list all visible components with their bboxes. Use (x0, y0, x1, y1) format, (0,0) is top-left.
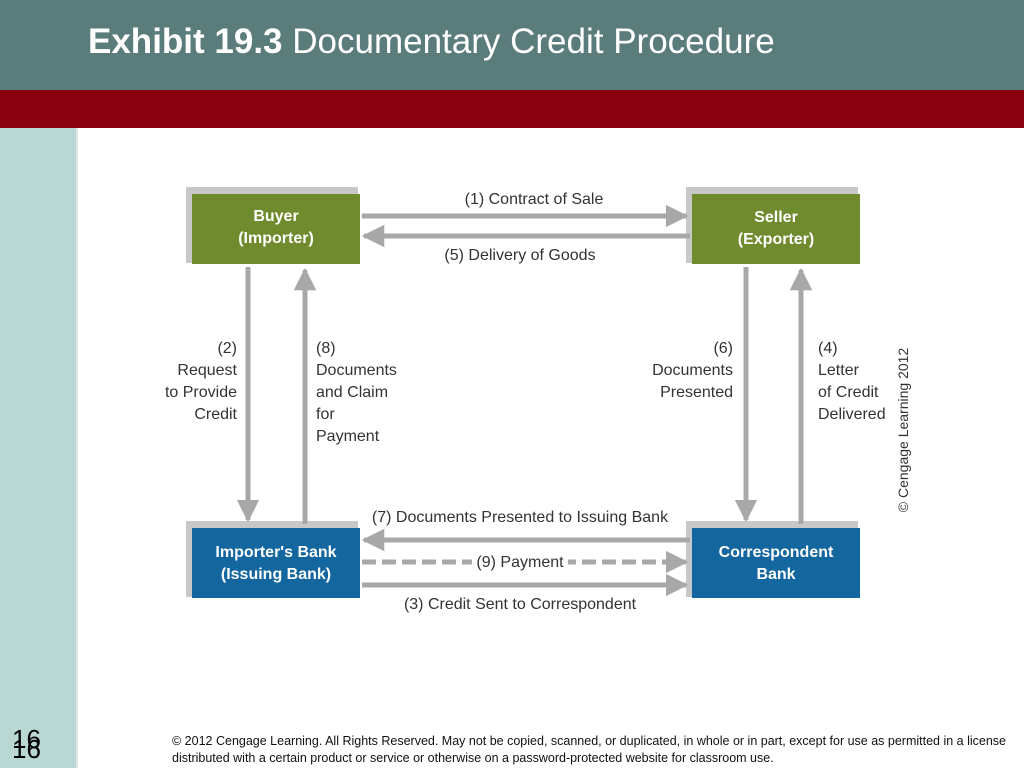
label-documents-presented: (6) Documents Presented (652, 340, 733, 401)
slide-number-shadow: 16 (12, 734, 41, 764)
seller-label-2: (Exporter) (738, 231, 814, 248)
label-credit-sent: (3) Credit Sent to Correspondent (404, 596, 637, 613)
label-request-credit-line-4: Credit (194, 406, 237, 423)
label-documents-presented-line-3: Presented (660, 384, 733, 401)
label-payment: (9) Payment (476, 554, 564, 571)
label-contract-of-sale: (1) Contract of Sale (465, 191, 604, 208)
label-letter-of-credit: (4) Letter of Credit Delivered (818, 340, 886, 423)
label-documents-claim-line-2: Documents (316, 362, 397, 379)
slide-header: Exhibit 19.3 Documentary Credit Procedur… (0, 0, 1024, 90)
label-documents-claim-line-3: and Claim (316, 384, 388, 401)
label-letter-of-credit-line-2: Letter (818, 362, 860, 379)
label-request-credit: (2) Request to Provide Credit (165, 340, 238, 423)
buyer-label-2: (Importer) (238, 230, 314, 247)
documentary-credit-diagram: Buyer (Importer) Seller (Exporter) Impor… (165, 187, 911, 613)
slide-title: Exhibit 19.3 Documentary Credit Procedur… (88, 22, 775, 62)
label-documents-to-issuing: (7) Documents Presented to Issuing Bank (372, 509, 669, 526)
importers-bank-label-2: (Issuing Bank) (221, 566, 331, 583)
importers-bank-box (192, 528, 360, 598)
sidebar-edge (76, 128, 78, 768)
exhibit-title: Documentary Credit Procedure (292, 22, 775, 61)
slide-number: 16 (12, 724, 41, 754)
label-letter-of-credit-line-3: of Credit (818, 384, 879, 401)
label-documents-claim-line-1: (8) (316, 340, 336, 357)
buyer-box (192, 194, 360, 264)
importers-bank-label-1: Importer's Bank (215, 544, 336, 561)
label-request-credit-line-1: (2) (217, 340, 237, 357)
label-letter-of-credit-line-1: (4) (818, 340, 838, 357)
label-letter-of-credit-line-4: Delivered (818, 406, 886, 423)
footer-copyright: © 2012 Cengage Learning. All Rights Rese… (172, 734, 1007, 765)
label-documents-presented-line-1: (6) (713, 340, 733, 357)
seller-box (692, 194, 860, 264)
label-delivery-of-goods: (5) Delivery of Goods (444, 247, 595, 264)
correspondent-bank-label-1: Correspondent (719, 544, 834, 561)
label-documents-presented-line-2: Documents (652, 362, 733, 379)
correspondent-bank-box (692, 528, 860, 598)
buyer-label-1: Buyer (253, 208, 298, 225)
label-request-credit-line-3: to Provide (165, 384, 237, 401)
exhibit-number: Exhibit 19.3 (88, 22, 283, 61)
correspondent-bank-label-2: Bank (756, 566, 795, 583)
accent-bar (0, 90, 1024, 128)
copyright-vertical: © Cengage Learning 2012 (895, 348, 911, 513)
label-documents-claim: (8) Documents and Claim for Payment (316, 340, 397, 445)
label-documents-claim-line-5: Payment (316, 428, 380, 445)
seller-label-1: Seller (754, 209, 798, 226)
label-documents-claim-line-4: for (316, 406, 335, 423)
payment-label-background (472, 549, 568, 573)
label-request-credit-line-2: Request (177, 362, 237, 379)
left-sidebar (0, 128, 76, 768)
